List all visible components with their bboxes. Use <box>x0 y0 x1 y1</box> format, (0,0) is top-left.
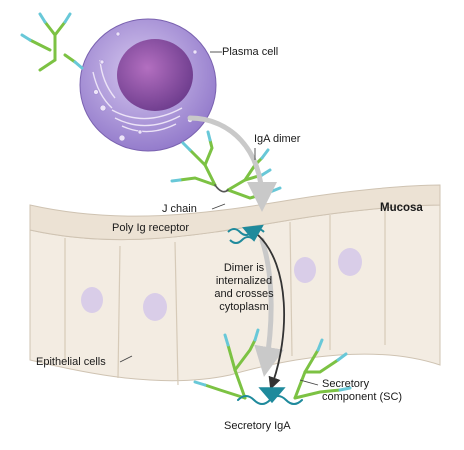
label-secretory-iga: Secretory IgA <box>224 420 291 432</box>
label-mucosa: Mucosa <box>380 202 423 214</box>
dimer-line-2: internalized <box>215 275 273 287</box>
label-plasma-cell: Plasma cell <box>222 46 279 58</box>
transport-arrows <box>187 115 285 390</box>
poly-ig-receptor-shape <box>227 224 265 244</box>
sc-line-1: Secretory <box>322 378 370 390</box>
label-iga-dimer: IgA dimer <box>254 133 301 145</box>
iga-monomer <box>20 12 84 72</box>
dimer-line-4: cytoplasm <box>219 301 269 313</box>
label-dimer-internalized: Dimer is internalized and crosses cytopl… <box>206 262 282 314</box>
label-secretory-component: Secretory component (SC) <box>322 378 402 404</box>
sc-line-2: component (SC) <box>322 391 403 403</box>
label-j-chain: J chain <box>162 203 197 215</box>
plasma-cell <box>79 18 217 152</box>
label-epithelial-cells: Epithelial cells <box>36 356 106 368</box>
dimer-line-1: Dimer is <box>223 262 265 274</box>
epithelial-layer <box>29 184 441 386</box>
label-poly-ig-receptor: Poly Ig receptor <box>112 222 190 234</box>
iga-dimer-shape <box>170 130 282 200</box>
secretory-iga-shape <box>193 328 352 405</box>
dimer-line-3: and crosses <box>214 288 274 300</box>
leader-lines <box>119 51 319 386</box>
